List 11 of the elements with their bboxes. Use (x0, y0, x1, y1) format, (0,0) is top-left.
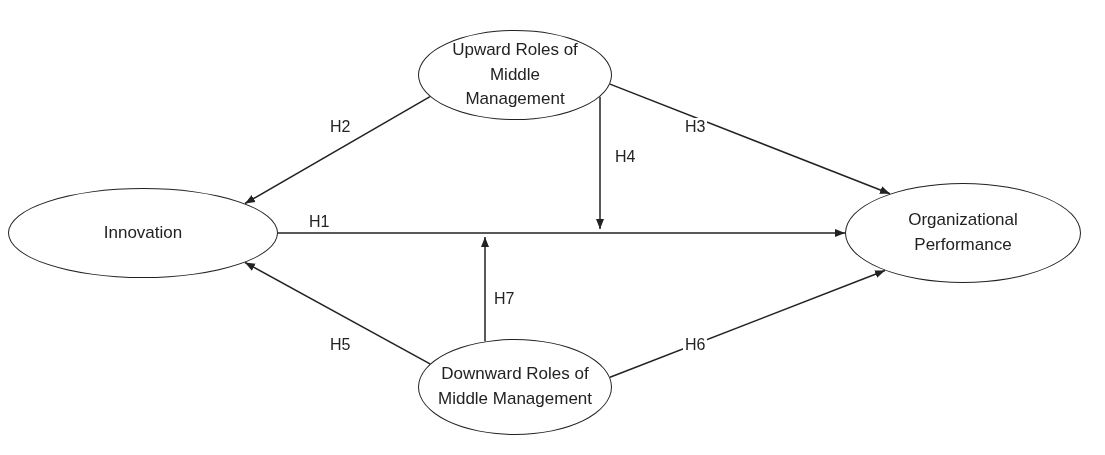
arrow (609, 269, 886, 379)
arrow (244, 95, 431, 205)
arrow (277, 229, 846, 237)
arrow (609, 83, 891, 195)
node-label: Organizational Performance (907, 209, 1019, 256)
arrow (244, 261, 431, 365)
node-label: Innovation (103, 221, 183, 244)
arrow (596, 95, 604, 230)
arrow (481, 236, 489, 343)
node-label: Upward Roles of Middle Management (451, 39, 579, 111)
node-label: Downward Roles of Middle Management (437, 363, 593, 410)
